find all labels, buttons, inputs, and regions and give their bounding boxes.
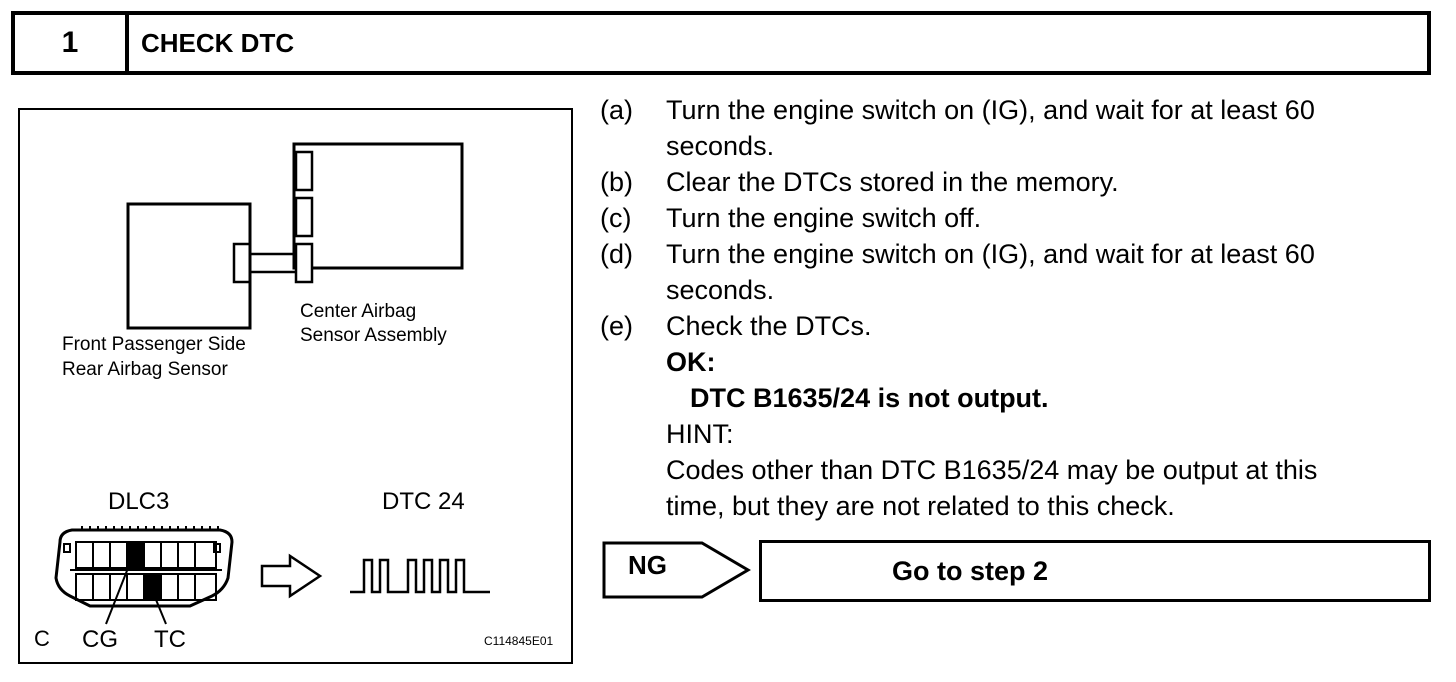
dlc3-label: DLC3: [108, 488, 170, 515]
center-airbag-label-2: Sensor Assembly: [300, 325, 447, 346]
figure-drawing: [54, 142, 490, 625]
step-label: (d): [600, 239, 633, 269]
front-passenger-rear-sensor-box: [126, 202, 252, 330]
front-sensor-label-1: Front Passenger Side: [62, 334, 246, 355]
front-sensor-label-2: Rear Airbag Sensor: [62, 359, 228, 380]
ng-arrow-shape: [602, 541, 751, 599]
dtc24-label: DTC 24: [382, 488, 465, 515]
step-label: (b): [600, 167, 633, 197]
step-label: (c): [600, 203, 632, 233]
center-airbag-sensor-box: [292, 142, 464, 270]
step-c: (c) Turn the engine switch off.: [600, 200, 1430, 236]
step-label: (a): [600, 95, 633, 125]
ok-label: OK:: [666, 347, 716, 377]
step-text: Turn the engine switch off.: [666, 203, 982, 233]
step-d: (d) Turn the engine switch on (IG), and …: [600, 236, 1430, 308]
step-label: (e): [600, 311, 633, 341]
step-text: Turn the engine switch on (IG), and wait…: [666, 95, 1315, 125]
figure-code: C114845E01: [484, 634, 554, 648]
ng-label: NG: [628, 550, 667, 580]
step-header: 1 CHECK DTC: [11, 11, 1431, 75]
goto-step-link[interactable]: Go to step 2: [759, 540, 1431, 602]
step-text: seconds.: [666, 131, 775, 161]
tc-pin: [144, 575, 160, 599]
step-b: (b) Clear the DTCs stored in the memory.: [600, 164, 1430, 200]
step-text: seconds.: [666, 275, 775, 305]
hint-text-2: time, but they are not related to this c…: [666, 491, 1175, 521]
ok-text: DTC B1635/24 is not output.: [690, 383, 1049, 413]
cg-label: CG: [82, 626, 118, 653]
step-title: CHECK DTC: [141, 27, 295, 58]
procedure-steps: (a) Turn the engine switch on (IG), and …: [600, 92, 1430, 524]
step-e: (e) Check the DTCs.: [600, 308, 1430, 344]
step-text: Check the DTCs.: [666, 311, 872, 341]
hint-label: HINT:: [666, 419, 734, 449]
step-text: Turn the engine switch on (IG), and wait…: [666, 239, 1315, 269]
step-number: 1: [15, 15, 129, 71]
wiring-figure: Center Airbag Sensor Assembly Front Pass…: [18, 108, 573, 664]
center-airbag-label-1: Center Airbag: [300, 301, 417, 322]
hint-text-1: Codes other than DTC B1635/24 may be out…: [666, 455, 1318, 485]
c-label: C: [34, 626, 50, 651]
step-text: Clear the DTCs stored in the memory.: [666, 167, 1119, 197]
cg-pin: [127, 543, 143, 567]
tc-label: TC: [154, 626, 186, 653]
step-a: (a) Turn the engine switch on (IG), and …: [600, 92, 1430, 164]
